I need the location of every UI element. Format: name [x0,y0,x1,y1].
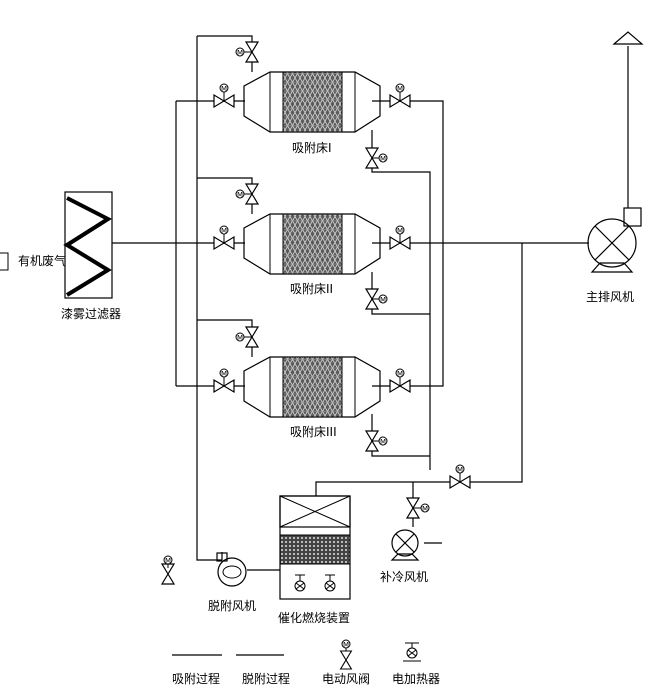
svg-text:M: M [221,85,227,93]
svg-text:M: M [237,49,243,57]
electric-heater-icon [294,574,336,592]
valve-bed2-outlet: M [389,225,411,250]
desorb-fan-label: 脱附风机 [208,598,256,613]
legend-valve-label: 电动风阀 [322,672,370,686]
valve-fresh-air: M [161,555,175,585]
electric-dampers: M M M M M M [161,41,471,585]
inlet-label: 有机废气 [18,253,66,268]
main-fan-label: 主排风机 [586,290,634,304]
legend-adsorption-label: 吸附过程 [172,671,220,686]
pipe-bed3-desorb [371,414,430,457]
cool-fan-label: 补冷风机 [380,570,428,584]
adsorption-bed-1 [243,71,381,133]
valve-bed1-outlet: M [389,83,411,108]
valve-catalytic-outlet: M [449,464,471,489]
filter-label: 漆雾过滤器 [61,307,121,321]
valve-bed1-inlet: M [213,83,235,108]
legend-heater-label: 电加热器 [392,672,440,686]
legend-heater-icon [403,642,421,662]
valve-cool-air: M [406,497,430,519]
svg-text:M: M [165,557,171,565]
pipe-desorb-return [196,36,222,561]
chimney-cap [612,31,644,45]
valve-bed1-desorb: M [235,41,259,63]
svg-text:M: M [237,334,243,342]
valve-bed2-desorb: M [235,183,259,205]
desorption-fan [216,552,247,587]
svg-text:M: M [380,155,386,163]
adsorption-bed-2 [243,213,381,275]
bed2-label: 吸附床II [290,282,333,296]
main-exhaust-fan [587,207,642,273]
svg-text:M: M [397,85,403,93]
valve-bed3-desorb: M [235,326,259,348]
legend-valve-icon: M [340,639,352,670]
svg-text:M: M [380,438,386,446]
catalytic-label: 催化燃烧装置 [278,610,350,625]
valve-bed1-bottom: M [365,147,388,169]
catalytic-combustion-unit [279,495,351,600]
svg-text:M: M [422,505,428,513]
svg-text:M: M [237,191,243,199]
pipe-catalytic-outlet [315,243,523,496]
valve-bed2-inlet: M [213,225,235,250]
svg-text:M: M [221,227,227,235]
inlet-arrow [0,252,9,271]
svg-text:M: M [397,227,403,235]
svg-text:M: M [343,641,349,649]
svg-text:M: M [457,466,463,474]
bed3-label: 吸附床III [290,425,337,439]
paint-mist-filter [63,191,113,299]
legend: M 吸附过程 脱附过程 电动风阀 电加热器 [172,639,440,686]
valve-bed3-outlet: M [389,368,411,393]
valve-bed3-inlet: M [213,368,235,393]
cooling-fan [390,529,420,561]
legend-desorption-label: 脱附过程 [242,671,290,686]
bed1-label: 吸附床I [292,141,332,155]
svg-text:M: M [380,296,386,304]
valve-bed2-bottom: M [365,288,388,310]
svg-text:M: M [221,370,227,378]
svg-text:M: M [397,370,403,378]
adsorption-bed-3 [243,356,381,418]
pipe-bed2-desorb [371,272,430,315]
valve-bed3-bottom: M [365,430,388,452]
